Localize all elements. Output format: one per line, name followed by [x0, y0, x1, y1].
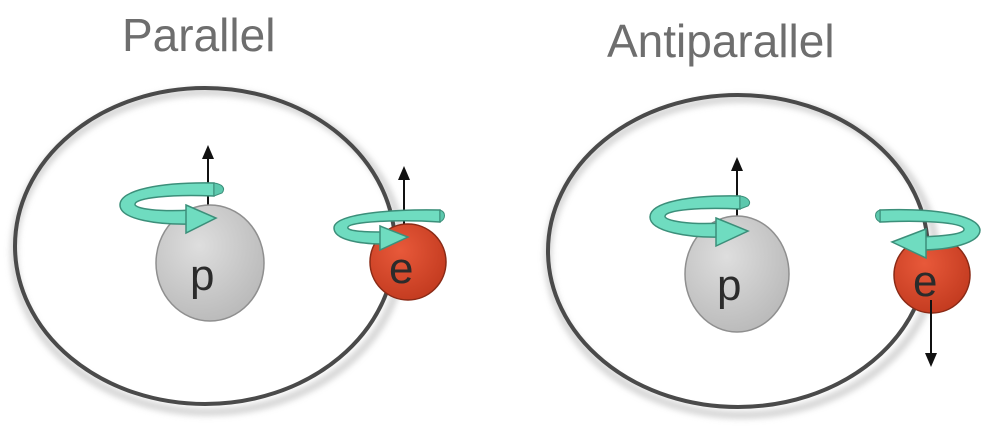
antiparallel-panel: p e: [548, 95, 980, 415]
parallel-panel: p e: [14, 88, 446, 412]
electron-label: e: [913, 257, 937, 306]
electron-label: e: [389, 244, 413, 293]
proton-label: p: [190, 251, 214, 300]
proton-label: p: [717, 261, 741, 310]
